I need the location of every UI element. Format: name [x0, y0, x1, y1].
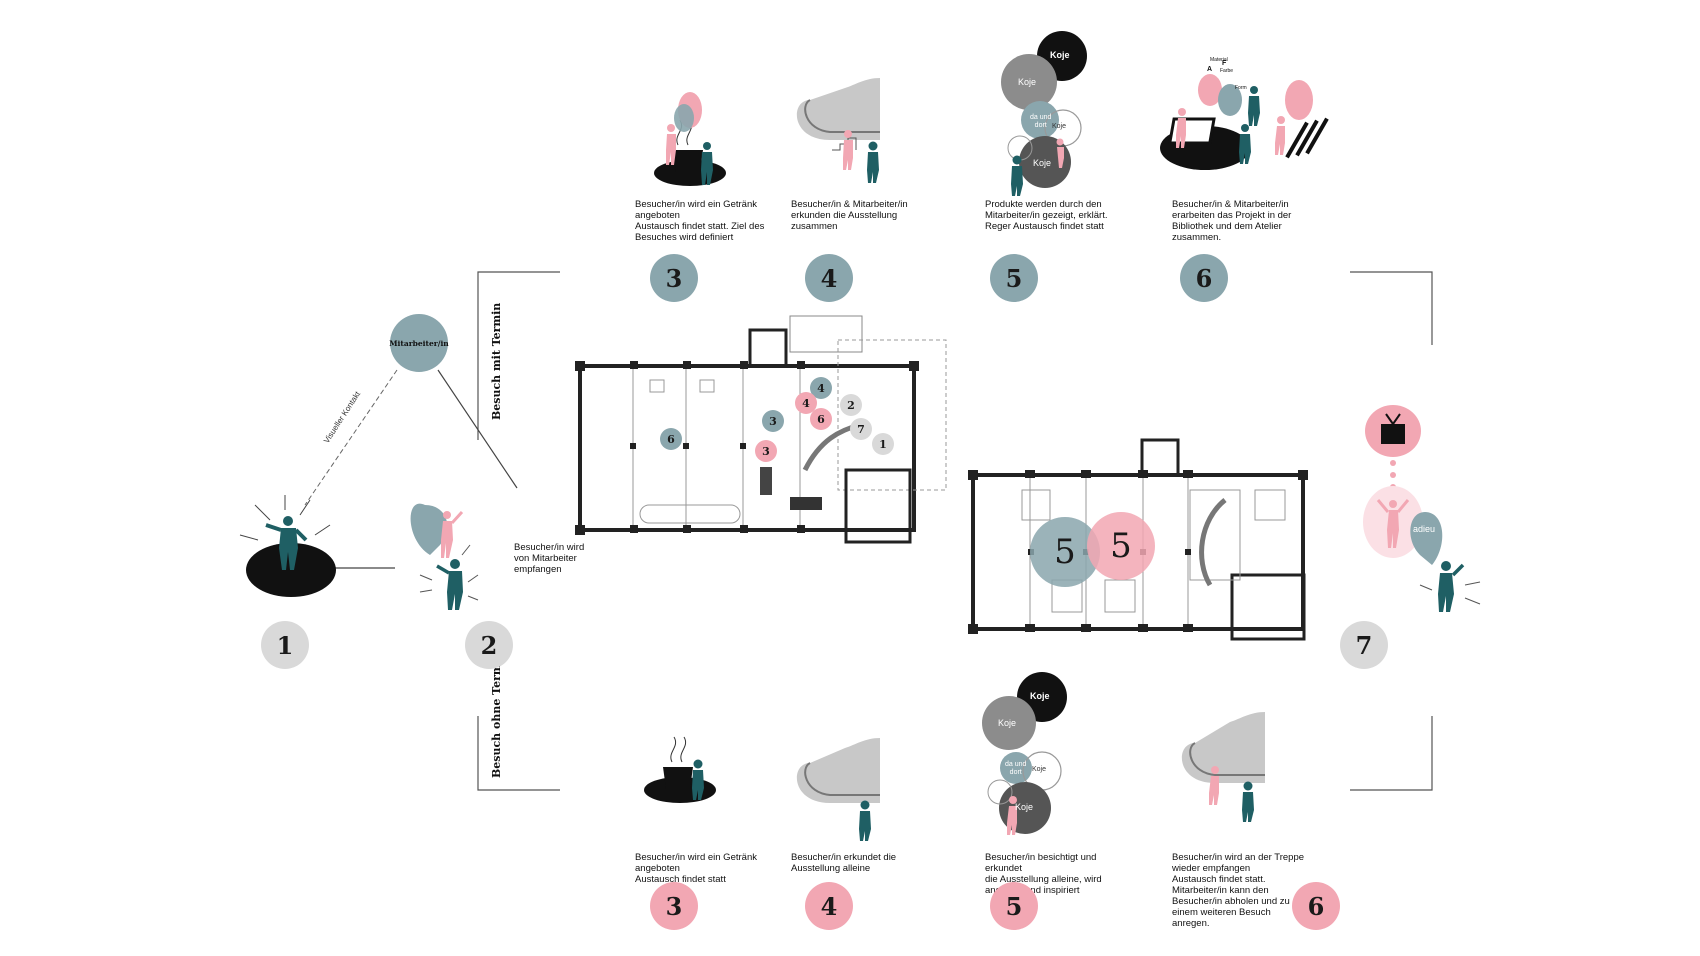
bottom-5-booth-illustration: [982, 672, 1067, 835]
top-4-stair-illustration: [796, 78, 880, 183]
top-6-library-illustration: [1160, 74, 1329, 170]
library-f-label: F: [1222, 60, 1227, 67]
top-4-badge: 4: [805, 254, 853, 302]
top-booth-label-2: Koje: [1018, 77, 1037, 87]
top-3-coffee-illustration: [654, 92, 726, 186]
bottom-3-badge: 3: [650, 882, 698, 930]
plan1-marker-6-pink: 6: [810, 408, 832, 430]
plan2-marker-5-pink: 5: [1087, 512, 1155, 580]
top-5-caption: Produkte werden durch den Mitarbeiter/in…: [985, 199, 1108, 232]
top-5-booth-illustration: [1001, 31, 1087, 196]
top-5-badge: 5: [990, 254, 1038, 302]
route-without-appointment-label: Besuch ohne Termin: [490, 651, 503, 778]
step7-illustration: [1363, 405, 1481, 612]
plan1-marker-1-grey: 1: [872, 433, 894, 455]
bottom-4-badge: 4: [805, 882, 853, 930]
bottom-3-caption: Besucher/in wird ein Getränk angeboten A…: [635, 852, 757, 885]
staff-circle: Mitarbeiter/in: [389, 314, 449, 372]
bottom-6-caption: Besucher/in wird an der Treppe wieder em…: [1172, 852, 1305, 929]
sparkle-lines: [239, 495, 331, 541]
visual-contact-line: [304, 369, 398, 506]
top-booth-label-4: Koje: [1052, 123, 1067, 130]
top-3-caption: Besucher/in wird ein Getränk angeboten A…: [635, 199, 765, 243]
bottom-booth-label-2: Koje: [998, 718, 1017, 728]
step1-illustration: [239, 495, 336, 597]
farewell-label: adieu: [1413, 524, 1436, 534]
bracket-bottom-right: [1350, 716, 1433, 791]
bottom-booth-label-4: Koje: [1032, 766, 1047, 773]
step2-caption: Besucher/in wird von Mitarbeiter empfang…: [514, 542, 585, 575]
plan1-marker-3-teal: 3: [762, 410, 784, 432]
bottom-5-badge: 5: [990, 882, 1038, 930]
step2-illustration: [410, 503, 479, 610]
plan1-marker-2-grey: 2: [840, 394, 862, 416]
bottom-6-badge: 6: [1292, 882, 1340, 930]
bottom-booth-label-1: Koje: [1030, 691, 1050, 701]
bottom-3-coffee-illustration: [644, 736, 716, 803]
plan1-marker-4-teal: 4: [810, 377, 832, 399]
bottom-booth-label-3: da und dort: [1005, 761, 1027, 776]
bottom-6-stair-illustration: [1181, 712, 1265, 822]
library-form-label: Form: [1235, 85, 1247, 91]
plan1-marker-7-grey: 7: [850, 418, 872, 440]
plan1-marker-6-teal: 6: [660, 428, 682, 450]
library-a-label: A: [1207, 66, 1213, 73]
route-with-appointment-label: Besuch mit Termin: [490, 302, 503, 420]
bottom-4-caption: Besucher/in erkundet die Ausstellung all…: [791, 852, 897, 874]
step-2-badge: 2: [465, 621, 513, 669]
bottom-booth-label-5: Koje: [1015, 802, 1034, 812]
bottom-4-stair-illustration: [796, 738, 880, 841]
step-7-badge: 7: [1340, 621, 1388, 669]
top-6-badge: 6: [1180, 254, 1228, 302]
top-booth-label-3: da und dort: [1030, 114, 1052, 129]
top-6-caption: Besucher/in & Mitarbeiter/in erarbeiten …: [1172, 199, 1292, 243]
bracket-bottom-left: [477, 716, 560, 791]
top-booth-label-5: Koje: [1033, 158, 1052, 168]
top-booth-label-1: Koje: [1050, 50, 1070, 60]
library-material-label: Material: [1210, 57, 1228, 63]
plan1-marker-4-pink: 4: [795, 392, 817, 414]
bracket-top-left: [477, 271, 560, 440]
staff-label: Mitarbeiter/in: [389, 338, 449, 348]
step-1-badge: 1: [261, 621, 309, 669]
floor-plan-upper: [575, 315, 947, 544]
library-farbe-label: Farbe: [1220, 68, 1234, 74]
staff-to-reception-line: [437, 369, 518, 489]
top-3-badge: 3: [650, 254, 698, 302]
bracket-top-right: [1350, 271, 1433, 345]
plan1-marker-3-pink: 3: [755, 440, 777, 462]
top-4-caption: Besucher/in & Mitarbeiter/in erkunden di…: [791, 199, 908, 232]
